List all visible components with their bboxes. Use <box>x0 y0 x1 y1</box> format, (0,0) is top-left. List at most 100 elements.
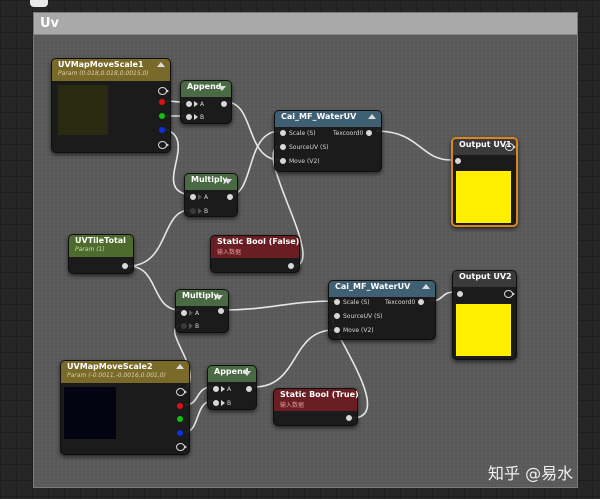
node-uvtiletotal[interactable]: UVTileTotal Param (1) <box>68 234 134 274</box>
node-header: Output UV2 <box>453 271 516 287</box>
node-description: 输入数据 <box>280 402 305 409</box>
pin-dot[interactable] <box>213 400 219 406</box>
pin-dot[interactable] <box>213 386 219 392</box>
pin-dot[interactable] <box>280 144 286 150</box>
output-pin[interactable] <box>346 415 352 421</box>
node-header: UVMapMoveScale2 Param (-0.0011,-0.0016,0… <box>61 361 189 383</box>
input-pin-sourceuv[interactable]: SourceUV (S) <box>280 142 329 152</box>
pin-dot[interactable] <box>334 299 340 305</box>
output-pin[interactable] <box>246 386 252 392</box>
output-preview-swatch <box>456 304 511 356</box>
output-exec-pin[interactable] <box>505 143 516 151</box>
pin-dot[interactable] <box>186 114 192 120</box>
node-output-uv1[interactable]: Output UV1 <box>451 137 518 227</box>
output-pin-green[interactable] <box>159 113 165 119</box>
pin-dot[interactable] <box>334 313 340 319</box>
output-exec-pin[interactable] <box>158 87 169 95</box>
input-pin-a[interactable]: A <box>181 308 199 318</box>
output-pin-texcoord[interactable]: Texcoord0 <box>385 297 425 307</box>
collapse-icon[interactable] <box>218 86 226 91</box>
input-pin-a[interactable]: A <box>186 99 204 109</box>
output-exec-pin[interactable] <box>176 388 187 396</box>
pin-dot[interactable] <box>181 310 187 316</box>
pin-dot[interactable] <box>181 323 187 329</box>
output-pin-red[interactable] <box>177 403 183 409</box>
input-pin-b[interactable]: B <box>186 112 204 122</box>
node-static-bool-false[interactable]: Static Bool (False) 输入数据 <box>210 235 300 273</box>
pin-arrow-icon <box>221 400 225 406</box>
node-header: Multiply <box>176 290 228 306</box>
node-title: Multiply <box>191 175 228 184</box>
pin-arrow-icon <box>221 386 225 392</box>
input-pin-b[interactable]: B <box>190 206 208 216</box>
pin-dot[interactable] <box>334 327 340 333</box>
input-pin-move[interactable]: Move (V2) <box>280 156 320 166</box>
input-pin-a[interactable]: A <box>190 192 208 202</box>
collapse-icon[interactable] <box>368 114 376 119</box>
node-header: Static Bool (False) 输入数据 <box>211 236 299 258</box>
node-title: Append <box>187 82 222 91</box>
node-header: Cai_MF_WaterUV <box>275 111 381 127</box>
collapse-icon[interactable] <box>224 179 232 184</box>
node-param-value: Param (0.018,0.018,0.0015,0) <box>58 70 149 77</box>
input-pin[interactable] <box>455 158 461 164</box>
node-title: Cai_MF_WaterUV <box>281 112 357 121</box>
output-pin-alpha[interactable] <box>158 141 169 149</box>
collapse-icon[interactable] <box>243 371 251 376</box>
node-multiply-1[interactable]: Multiply A B <box>184 173 238 217</box>
node-title: Static Bool (False) <box>217 237 300 246</box>
collapse-icon[interactable] <box>215 295 223 300</box>
collapse-icon[interactable] <box>422 284 430 289</box>
input-pin-move[interactable]: Move (V2) <box>334 325 374 335</box>
output-pin-blue[interactable] <box>177 430 183 436</box>
input-pin-scale[interactable]: Scale (S) <box>334 297 370 307</box>
output-pin-red[interactable] <box>159 99 165 105</box>
pin-dot[interactable] <box>418 299 425 305</box>
top-edge-tab <box>30 0 48 7</box>
param-preview-swatch <box>58 85 108 135</box>
node-water-uv-2[interactable]: Cai_MF_WaterUV Scale (S) SourceUV (S) Mo… <box>328 280 436 340</box>
node-static-bool-true[interactable]: Static Bool (True) 输入数据 <box>273 388 359 426</box>
output-pin[interactable] <box>122 263 128 269</box>
pin-dot[interactable] <box>280 158 286 164</box>
output-pin-blue[interactable] <box>159 127 165 133</box>
comment-title[interactable]: Uv <box>34 13 577 35</box>
pin-dot[interactable] <box>280 130 286 136</box>
input-pin[interactable] <box>457 291 463 297</box>
node-uvmapmovescale2[interactable]: UVMapMoveScale2 Param (-0.0011,-0.0016,0… <box>60 360 190 455</box>
node-multiply-2[interactable]: Multiply A B <box>175 289 229 333</box>
pin-arrow-icon <box>189 310 193 316</box>
output-pin[interactable] <box>288 263 294 269</box>
pin-arrow-icon <box>189 323 193 329</box>
input-pin-b[interactable]: B <box>213 398 231 408</box>
node-title: UVMapMoveScale1 <box>58 60 144 69</box>
pin-dot[interactable] <box>186 101 192 107</box>
output-pin-alpha[interactable] <box>176 443 187 451</box>
node-append-2[interactable]: Append A B <box>207 365 257 410</box>
collapse-icon[interactable] <box>176 364 184 369</box>
output-pin-texcoord[interactable]: Texcoord0 <box>333 128 373 138</box>
node-title: Output UV1 <box>459 140 512 149</box>
output-exec-pin[interactable] <box>504 290 515 298</box>
output-pin-green[interactable] <box>177 416 183 422</box>
node-header: Append <box>208 366 256 382</box>
output-pin[interactable] <box>227 194 233 200</box>
node-uvmapmovescale1[interactable]: UVMapMoveScale1 Param (0.018,0.018,0.001… <box>51 58 171 153</box>
node-title: Multiply <box>182 291 219 300</box>
node-output-uv2[interactable]: Output UV2 <box>452 270 517 360</box>
node-header: Static Bool (True) 输入数据 <box>274 389 359 411</box>
input-pin-sourceuv[interactable]: SourceUV (S) <box>334 311 383 321</box>
pin-dot[interactable] <box>190 194 196 200</box>
pin-dot[interactable] <box>366 130 373 136</box>
node-append-1[interactable]: Append A B <box>180 80 232 124</box>
collapse-icon[interactable] <box>157 62 165 67</box>
input-pin-b[interactable]: B <box>181 321 199 331</box>
node-water-uv-1[interactable]: Cai_MF_WaterUV Scale (S) SourceUV (S) Mo… <box>274 110 382 172</box>
output-pin[interactable] <box>218 308 224 314</box>
output-pin[interactable] <box>221 101 227 107</box>
node-title: Static Bool (True) <box>280 390 359 399</box>
input-pin-a[interactable]: A <box>213 384 231 394</box>
input-pin-scale[interactable]: Scale (S) <box>280 128 316 138</box>
watermark-text: 知乎 @易水 <box>488 464 574 483</box>
pin-dot[interactable] <box>190 208 196 214</box>
